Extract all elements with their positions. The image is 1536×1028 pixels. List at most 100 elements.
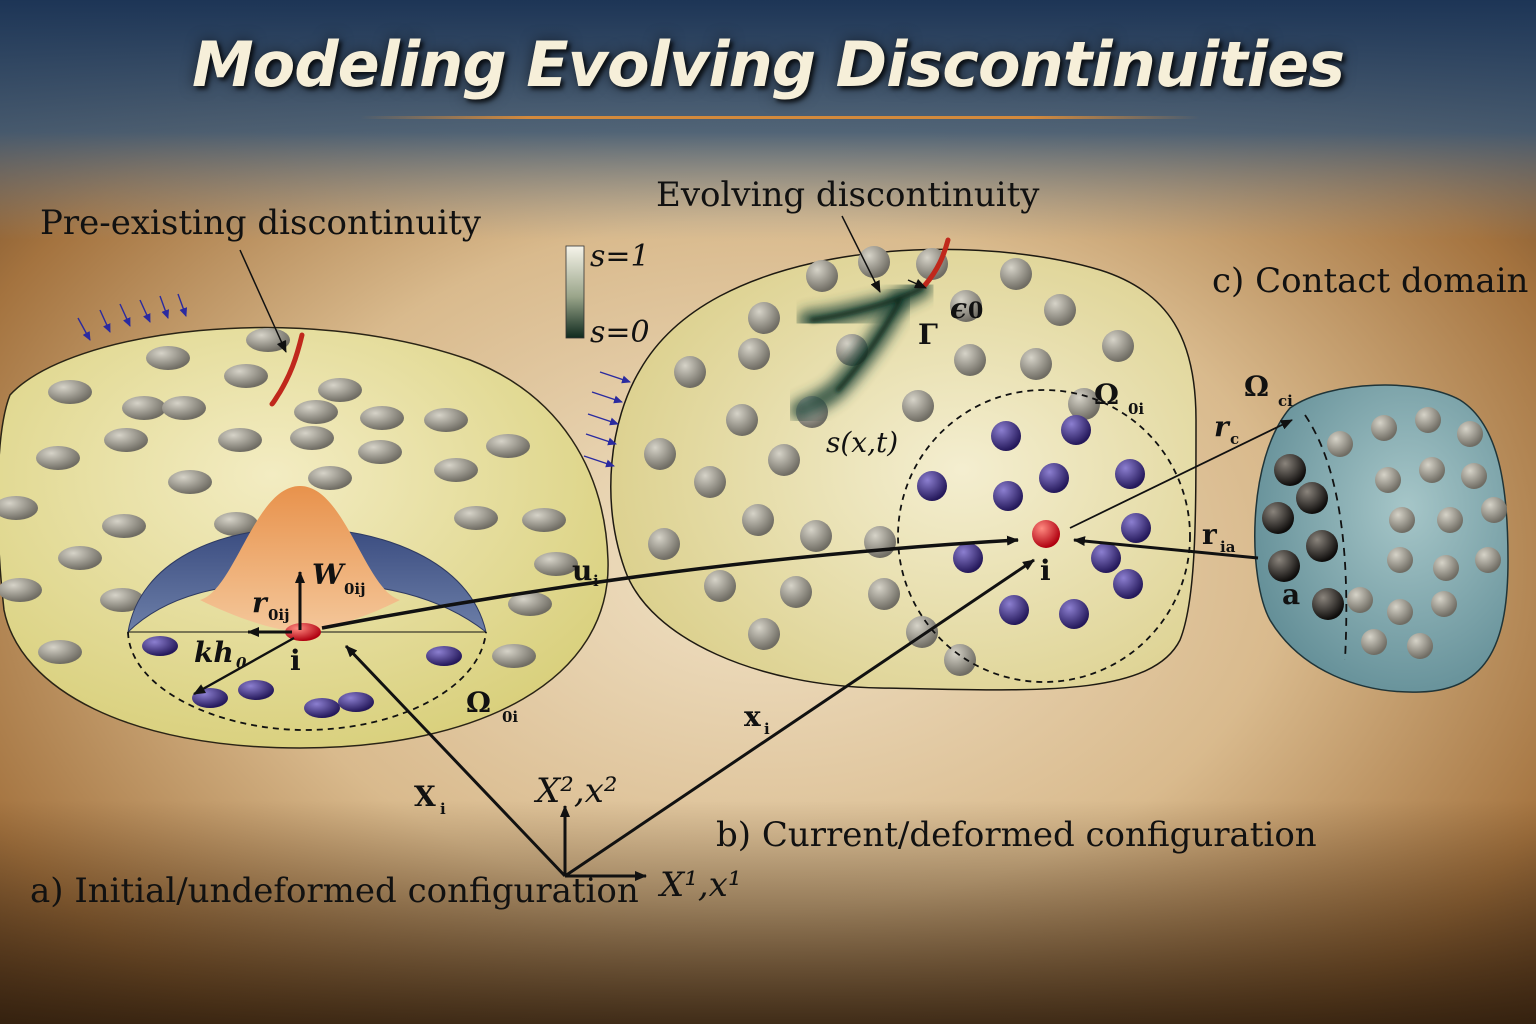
epsilon-leader <box>907 278 927 289</box>
neighbor-particle <box>953 543 983 573</box>
left-gray-particles <box>0 328 578 668</box>
load-arrow <box>139 299 151 323</box>
gray-particle <box>434 458 478 482</box>
epsilon-sub: 0 <box>968 298 983 324</box>
gray-particle <box>318 378 362 402</box>
gray-particle <box>1407 633 1433 659</box>
epsilon-label: ϵ <box>950 292 967 325</box>
gray-particle <box>1102 330 1134 362</box>
gray-particle <box>1020 348 1052 380</box>
gray-particle <box>1327 431 1353 457</box>
x-vector-label: x <box>744 700 761 733</box>
gray-particle <box>214 512 258 536</box>
gray-particle <box>0 496 38 520</box>
gray-particle <box>1000 258 1032 290</box>
X-vector-sub: i <box>440 800 446 818</box>
gray-particle <box>1389 507 1415 533</box>
contact-particle <box>1274 454 1306 486</box>
support-size-arrow <box>193 636 295 696</box>
gray-particle <box>218 428 262 452</box>
neighbor-particle <box>1121 513 1151 543</box>
gray-particle <box>58 546 102 570</box>
gray-particle <box>902 390 934 422</box>
gray-particle <box>358 440 402 464</box>
neighbor-particle <box>142 636 178 656</box>
kernel-W-label: W <box>312 558 346 591</box>
contact-gray-particles <box>1327 407 1507 659</box>
left-load-arrows <box>77 293 188 341</box>
gray-particle <box>1431 591 1457 617</box>
initial-configuration-domain <box>0 293 609 749</box>
gray-particle <box>360 406 404 430</box>
contact-radius-vector <box>1069 419 1293 529</box>
gray-particle <box>0 578 42 602</box>
gray-particle <box>780 576 812 608</box>
gray-particle <box>290 426 334 450</box>
gray-particle <box>492 644 536 668</box>
gray-particle <box>674 356 706 388</box>
load-arrow <box>159 295 170 319</box>
neighbor-particle <box>991 421 1021 451</box>
mid-load-arrows <box>583 371 631 468</box>
gray-particle <box>1361 629 1387 655</box>
axis-horizontal-label: X¹,x¹ <box>657 865 741 905</box>
load-arrow <box>585 433 617 446</box>
kernel-W-sub: 0ij <box>344 580 366 598</box>
gray-particle <box>726 404 758 436</box>
evolving-label: Evolving discontinuity <box>656 175 1040 215</box>
load-arrow <box>591 391 623 404</box>
phase-field-colorbar: s=1 s=0 <box>565 239 650 350</box>
contact-domain-label: c) Contact domain <box>1212 261 1528 301</box>
gray-particle <box>1481 497 1507 523</box>
load-arrow <box>177 293 188 317</box>
x-vector-sub: i <box>764 720 770 738</box>
X-vector-label: X <box>414 780 436 813</box>
page-title: Modeling Evolving Discontinuities <box>191 28 1345 101</box>
mid-neighbor-particles <box>917 415 1151 629</box>
u-vector-label: u <box>572 554 592 587</box>
load-arrow <box>119 303 131 327</box>
pre-existing-label: Pre-existing discontinuity <box>40 203 482 243</box>
gray-particle <box>1457 421 1483 447</box>
mid-omega-sub: 0i <box>1128 400 1144 418</box>
kernel-r0-label: r <box>252 586 269 619</box>
mid-node-label: i <box>1040 554 1051 587</box>
gray-particle <box>1387 599 1413 625</box>
current-config-label: b) Current/deformed configuration <box>716 815 1317 855</box>
left-focus-node <box>285 623 321 641</box>
gray-particle <box>648 528 680 560</box>
neighbor-particle <box>338 692 374 712</box>
gray-particle <box>738 338 770 370</box>
gray-particle <box>1375 467 1401 493</box>
gray-particle <box>104 428 148 452</box>
gray-particle <box>122 396 166 420</box>
gray-particle <box>768 444 800 476</box>
load-arrow <box>99 309 111 333</box>
neighbor-particle <box>238 680 274 700</box>
gray-particle <box>146 346 190 370</box>
contact-domain <box>1254 384 1509 693</box>
gray-particle <box>864 526 896 558</box>
kernel-r0-sub: 0ij <box>268 606 290 624</box>
gray-particle <box>1475 547 1501 573</box>
mid-gray-particles <box>644 246 1134 676</box>
gray-particle <box>454 506 498 530</box>
gray-particle <box>1347 587 1373 613</box>
gray-particle <box>224 364 268 388</box>
neighbor-particle <box>1091 543 1121 573</box>
neighbor-particle <box>1115 459 1145 489</box>
contact-vector-sub: ia <box>1220 538 1236 556</box>
contact-boundary <box>1304 414 1348 661</box>
phase-field-core <box>810 286 924 392</box>
gray-particle <box>100 588 144 612</box>
neighbor-particle <box>1039 463 1069 493</box>
gray-particle <box>806 260 838 292</box>
left-node-label: i <box>290 644 301 677</box>
vector-arrows <box>321 419 1293 881</box>
position-vector-x <box>564 558 1035 878</box>
mid-focus-node <box>1032 520 1060 548</box>
kernel-peak <box>200 486 400 632</box>
gray-particle <box>1461 463 1487 489</box>
gray-particle <box>424 408 468 432</box>
